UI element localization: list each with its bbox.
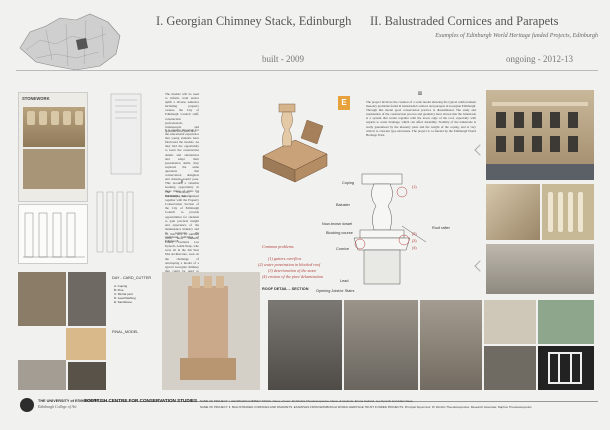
bottom-label-1: DAY - CARD_CUTTER (112, 276, 152, 280)
prev-arrow-icon (474, 144, 486, 156)
university-crest-icon (20, 398, 34, 412)
baluster-model-photo (538, 346, 594, 390)
model-base-photo (18, 360, 66, 390)
project1-text-p1: The models will be used to inform, train… (165, 92, 199, 133)
label-blocking-course: Blocking course (326, 231, 353, 235)
chimney-section-drawings (93, 92, 163, 264)
chimney-model-photo (162, 272, 260, 390)
legend-c: C: Mortar joint (114, 292, 133, 296)
model-workshop-photo-2 (68, 272, 106, 326)
label-baluster: Baluster (336, 203, 350, 207)
section-marker-i: I (181, 180, 183, 185)
edinburgh-map-icon (19, 13, 121, 71)
cornice-model-photo-1 (268, 300, 342, 390)
label-lead: Lead (340, 279, 349, 283)
section-caption: ROOF DETAIL – SECTION (262, 287, 309, 291)
model-detail-photo (68, 362, 106, 390)
balusters-photo (542, 184, 594, 240)
model-making-photo-1 (484, 300, 536, 344)
project1-title: I. Georgian Chimney Stack, Edinburgh (156, 14, 352, 28)
label-opening-joint: Opening Joist/or Stairs (316, 289, 355, 293)
ongoing-date: ongoing - 2012-13 (506, 54, 573, 64)
e-logo: E (338, 96, 350, 110)
stonework-plate: STONEWORK (18, 92, 88, 202)
project1-text-p2: It is equally important for the educatio… (165, 128, 199, 198)
model-making-photo-3 (484, 346, 536, 390)
label-cornice: Cornice (336, 247, 350, 251)
footer-centre: SCOTTISH CENTRE FOR CONSERVATION STUDIES (84, 398, 198, 403)
problem-4: (4) erosion of the pins/ delamination (262, 274, 324, 279)
legend-d: D: Lead flashing (114, 296, 136, 300)
label-n2: (2) (412, 232, 417, 236)
label-n3: (3) (412, 239, 417, 243)
legend-b: B: Flue (114, 288, 124, 292)
legend-e: E: Sandstone (114, 300, 133, 304)
parapet-model-sketch (255, 96, 335, 192)
model-workshop-photo-1 (18, 272, 66, 326)
label-n1: (1) (412, 185, 417, 189)
model-making-photo-2 (538, 300, 594, 344)
footer-college: Edinburgh College of Art (38, 405, 77, 409)
project2-title: II. Balustraded Cornices and Parapets (370, 14, 559, 28)
next-arrow-icon (474, 260, 486, 272)
problems-heading: Common problems (262, 244, 294, 249)
label-n4: (4) (412, 246, 417, 250)
project2-subtitle: Examples of Edinburgh World Heritage fun… (435, 33, 598, 39)
label-roof-rafter: Roof rafter (432, 226, 450, 230)
cornice-model-photo-2 (344, 300, 418, 390)
label-coping: Coping (342, 181, 355, 185)
parapet-closeup-photo (486, 184, 540, 240)
problem-2: (2) water penetration in blocked roof (258, 262, 321, 267)
problem-3: (3) deterioration of the stone (268, 268, 317, 273)
model-block-photo (66, 328, 106, 360)
cornice-model-photo-3 (420, 300, 482, 390)
section-marker-ii: II (418, 92, 422, 97)
chimney-stack-photo (23, 149, 85, 189)
roof-gutter-photo (486, 244, 594, 294)
bottom-label-2: FINAL_MODEL (112, 330, 139, 334)
problem-1: (1) gutters overflow (268, 256, 302, 261)
footer-project1-credits: NAME OF PROJECT: I. GEORGIAN CHIMNEY STA… (200, 399, 413, 403)
footer-university: THE UNIVERSITY of EDINBURGH (38, 399, 99, 403)
built-date: built - 2009 (262, 54, 304, 64)
project1-text-p3: The University of Edinburgh has worked t… (165, 190, 199, 244)
title-rule (16, 70, 598, 71)
chimney-pots-photo (23, 107, 85, 147)
georgian-terrace-photo (486, 90, 594, 180)
stonework-label: STONEWORK (22, 96, 50, 101)
legend-a: A: Coping (114, 284, 128, 288)
project2-text: The project involves the creation of a s… (366, 100, 476, 137)
chimney-drawings (18, 204, 88, 264)
baluster-section-diagram (353, 173, 427, 285)
footer-rule (78, 401, 598, 402)
footer-project2-credits: NAME OF PROJECT: II. BALUSTRADED CORNICE… (200, 405, 532, 409)
label-now-brown-dowel: Now-brown dowel (322, 222, 353, 226)
